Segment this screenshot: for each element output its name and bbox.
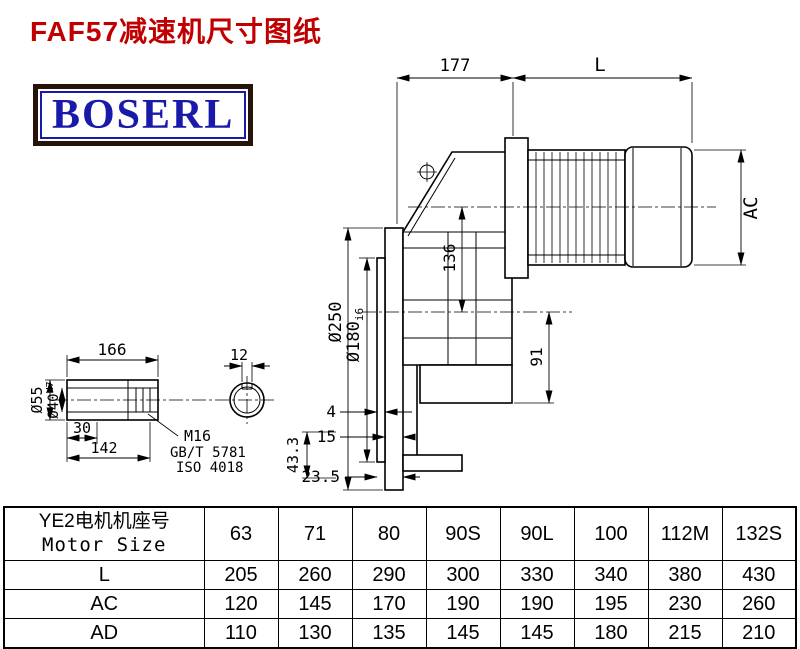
column-header: 63	[203, 506, 279, 561]
table-cell: 145	[499, 618, 575, 649]
dim-AC-label: AC	[740, 197, 762, 220]
column-header: 132S	[721, 506, 797, 561]
dim-L-label: L	[594, 54, 605, 76]
shaft-end-view	[229, 376, 265, 424]
dim-30-label: 30	[73, 419, 91, 437]
table-cell: 210	[721, 618, 797, 649]
gearbox-housing	[402, 151, 513, 472]
dim-12-label: 12	[230, 346, 248, 364]
table-row-AC: AC 120 145 170 190 190 195 230 260	[3, 589, 797, 619]
table-cell: 145	[425, 618, 501, 649]
table-cell: 290	[351, 560, 427, 590]
table-cell: 130	[277, 618, 353, 649]
table-cell: 300	[425, 560, 501, 590]
dim-23-5-label: 23.5	[301, 467, 340, 486]
motor-dimension-table: YE2电机机座号 Motor Size 63 71 80 90S 90L 100…	[3, 506, 797, 649]
row-label: AC	[3, 589, 205, 619]
row-label: L	[3, 560, 205, 590]
table-cell: 190	[425, 589, 501, 619]
table-cell: 145	[277, 589, 353, 619]
main-view	[362, 137, 716, 491]
logo-inner-frame: BOSERL	[40, 91, 247, 140]
table-row-AD: AD 110 130 135 145 145 180 215 210	[3, 618, 797, 649]
column-header: 80	[351, 506, 427, 561]
dim-43-3-label: 43.3	[284, 437, 302, 473]
shaft-detail: 166 12 Ø55 Ø40H7 30 142 M16 GB/T 5781 IS…	[28, 340, 274, 476]
logo-text: BOSERL	[52, 92, 235, 138]
table-cell: 170	[351, 589, 427, 619]
table-cell: 190	[499, 589, 575, 619]
table-cell: 110	[203, 618, 279, 649]
row-label: AD	[3, 618, 205, 649]
table-header-row: YE2电机机座号 Motor Size 63 71 80 90S 90L 100…	[3, 506, 797, 561]
table-cell: 205	[203, 560, 279, 590]
flange-diameter-label: Ø250	[326, 302, 346, 343]
shaft-diameter-label: Ø55	[28, 386, 46, 413]
motor-size-header-cn: YE2电机机座号	[38, 511, 170, 533]
table-cell: 330	[499, 560, 575, 590]
table-cell: 215	[647, 618, 723, 649]
eyebolt-hole-icon	[417, 162, 437, 182]
dim-136-label: 136	[440, 244, 459, 273]
motor-size-header-en: Motor Size	[42, 534, 167, 556]
dimension-lines-main: 177 L AC Ø250 Ø180i6 136 91 4 15 23.	[284, 54, 762, 491]
spigot-diameter-label: Ø180i6	[344, 308, 366, 362]
dim-15-label: 15	[317, 427, 336, 446]
motor	[504, 137, 693, 279]
gb-standard-label: GB/T 5781	[170, 445, 246, 461]
dim-142-label: 142	[90, 439, 117, 457]
table-cell: 380	[647, 560, 723, 590]
table-cell: 260	[277, 560, 353, 590]
dim-91-label: 91	[527, 347, 546, 366]
iso-standard-label: ISO 4018	[176, 460, 243, 476]
bore-tolerance-label: H7	[45, 381, 56, 393]
table-cell: 195	[573, 589, 649, 619]
column-header: 100	[573, 506, 649, 561]
output-flange	[376, 227, 404, 491]
bore-diameter-label: Ø40H7	[45, 381, 62, 418]
dim-177-label: 177	[440, 56, 471, 76]
table-cell: 430	[721, 560, 797, 590]
table-cell: 340	[573, 560, 649, 590]
table-row-L: L 205 260 290 300 330 340 380 430	[3, 560, 797, 590]
boserl-logo: BOSERL	[33, 84, 254, 147]
table-cell: 120	[203, 589, 279, 619]
table-cell: 135	[351, 618, 427, 649]
column-header: 112M	[647, 506, 723, 561]
motor-size-header-cell: YE2电机机座号 Motor Size	[3, 506, 205, 561]
dim-166-label: 166	[98, 340, 127, 359]
table-cell: 230	[647, 589, 723, 619]
table-cell: 260	[721, 589, 797, 619]
column-header: 71	[277, 506, 353, 561]
column-header: 90S	[425, 506, 501, 561]
column-header: 90L	[499, 506, 575, 561]
thread-label: M16	[184, 427, 211, 445]
table-cell: 180	[573, 618, 649, 649]
dim-4-label: 4	[326, 402, 336, 421]
fan-cover	[624, 146, 693, 268]
page-title: FAF57减速机尺寸图纸	[30, 16, 323, 47]
spigot-tolerance-label: i6	[353, 308, 366, 321]
technical-drawing: 177 L AC Ø250 Ø180i6 136 91 4 15 23.	[28, 54, 762, 491]
